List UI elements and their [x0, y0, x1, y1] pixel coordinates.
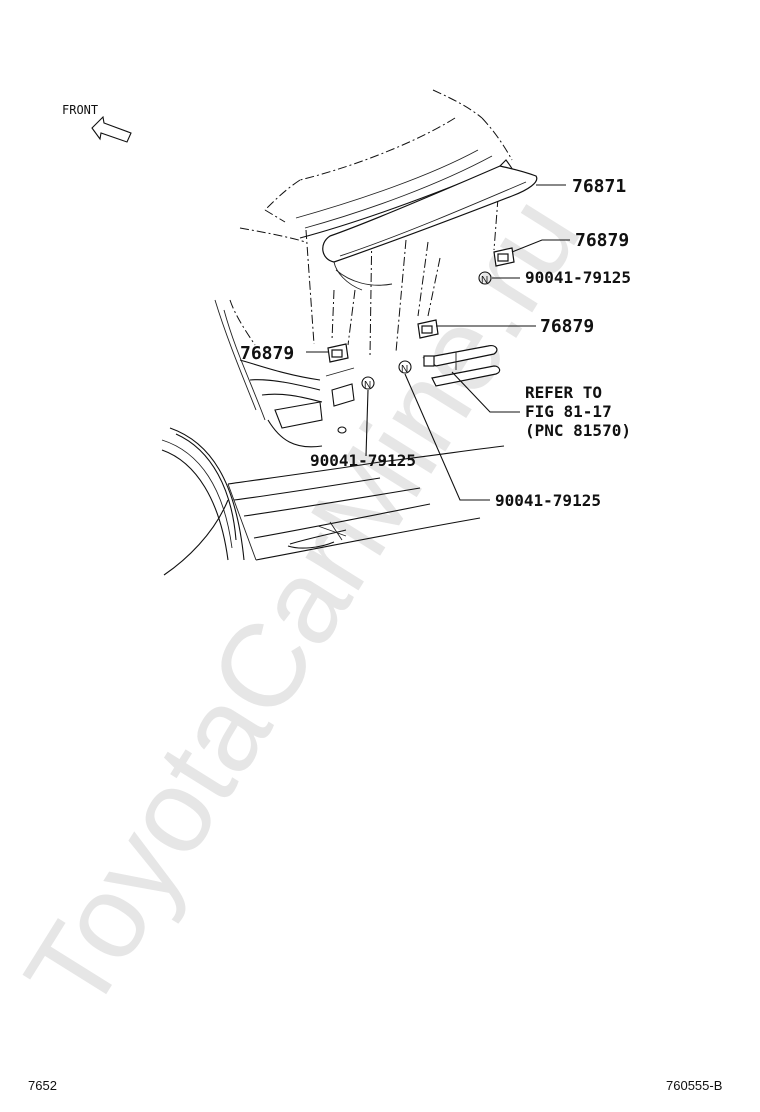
callout-clip-upper-right: 76879	[575, 230, 629, 251]
callout-screw-upper-right: 90041-79125	[525, 268, 631, 287]
rear-spoiler	[322, 165, 538, 263]
clip-center	[417, 319, 439, 339]
screw-symbol-text: N	[364, 380, 371, 391]
callout-clip-left: 76879	[240, 343, 294, 364]
callouts: 76871 76879 90041-79125 76879 76879 REFE…	[240, 176, 631, 510]
page-number: 7652	[28, 1078, 57, 1093]
callout-clip-center: 76879	[540, 316, 594, 337]
front-label: FRONT	[62, 103, 98, 117]
screw-symbol-text: N	[481, 275, 488, 286]
callout-screw-bottom: 90041-79125	[495, 491, 601, 510]
leader-lines	[306, 184, 570, 501]
watermark-text: ToyotaCarMine.ru	[0, 174, 605, 1034]
figure-code: 760555-B	[666, 1078, 722, 1093]
watermark: ToyotaCarMine.ru	[0, 174, 605, 1034]
screw-symbol-text: N	[401, 364, 408, 375]
front-indicator: FRONT	[62, 103, 132, 143]
callout-spoiler: 76871	[572, 176, 626, 197]
front-arrow-icon	[91, 115, 132, 143]
clip-left	[327, 343, 349, 363]
screw-symbol-upper-right: N	[478, 271, 492, 286]
screw-symbol-center: N	[398, 360, 412, 375]
vehicle-body	[161, 89, 538, 576]
callout-refer-line2: FIG 81-17	[525, 402, 612, 421]
callout-refer-line3: (PNC 81570)	[525, 421, 631, 440]
callout-refer-line1: REFER TO	[525, 383, 602, 402]
bracket-part	[422, 345, 501, 387]
screw-symbol-left: N	[361, 376, 375, 391]
callout-screw-left: 90041-79125	[310, 451, 416, 470]
clip-upper-right	[493, 247, 515, 267]
